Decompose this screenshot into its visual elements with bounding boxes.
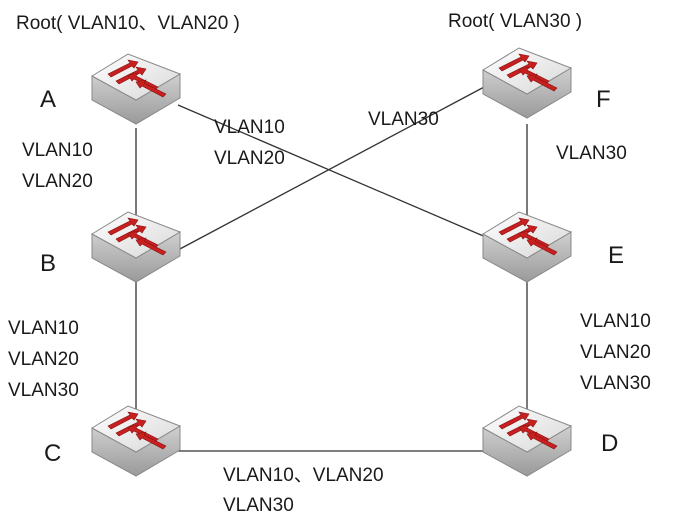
link-cd-label-2: VLAN30 bbox=[223, 495, 294, 516]
network-switch-icon bbox=[91, 405, 181, 477]
root-label-left: Root( VLAN10、VLAN20 ) bbox=[16, 13, 240, 34]
link-bc-label-1: VLAN10 bbox=[8, 318, 79, 339]
link-ed-label-3: VLAN30 bbox=[580, 373, 651, 394]
network-switch-icon bbox=[91, 53, 181, 125]
switch-a[interactable] bbox=[91, 53, 181, 125]
switch-d[interactable] bbox=[482, 405, 572, 477]
switch-f[interactable] bbox=[482, 47, 572, 119]
link-bf-label: VLAN30 bbox=[368, 109, 439, 130]
link-ab-label-2: VLAN20 bbox=[22, 171, 93, 192]
switch-label-f: F bbox=[596, 86, 611, 113]
network-switch-icon bbox=[91, 211, 181, 283]
link-ae-label-2: VLAN20 bbox=[214, 148, 285, 169]
link-fe-label: VLAN30 bbox=[556, 143, 627, 164]
network-switch-icon bbox=[482, 47, 572, 119]
switch-b[interactable] bbox=[91, 211, 181, 283]
switch-c[interactable] bbox=[91, 405, 181, 477]
link-ab-label-1: VLAN10 bbox=[22, 140, 93, 161]
link-ed-label-1: VLAN10 bbox=[580, 311, 651, 332]
network-switch-icon bbox=[482, 211, 572, 283]
switch-e[interactable] bbox=[482, 211, 572, 283]
link-cd-label-1: VLAN10、VLAN20 bbox=[223, 465, 384, 486]
link-b-f bbox=[177, 85, 487, 251]
network-switch-icon bbox=[482, 405, 572, 477]
switch-label-a: A bbox=[40, 86, 56, 113]
link-bc-label-3: VLAN30 bbox=[8, 380, 79, 401]
link-a-e bbox=[177, 104, 489, 239]
link-ae-label-1: VLAN10 bbox=[214, 117, 285, 138]
link-bc-label-2: VLAN20 bbox=[8, 349, 79, 370]
switch-label-e: E bbox=[608, 242, 624, 269]
switch-label-d: D bbox=[601, 430, 618, 457]
switch-label-c: C bbox=[44, 440, 61, 467]
root-label-right: Root( VLAN30 ) bbox=[448, 11, 582, 32]
switch-label-b: B bbox=[40, 250, 56, 277]
link-ed-label-2: VLAN20 bbox=[580, 342, 651, 363]
